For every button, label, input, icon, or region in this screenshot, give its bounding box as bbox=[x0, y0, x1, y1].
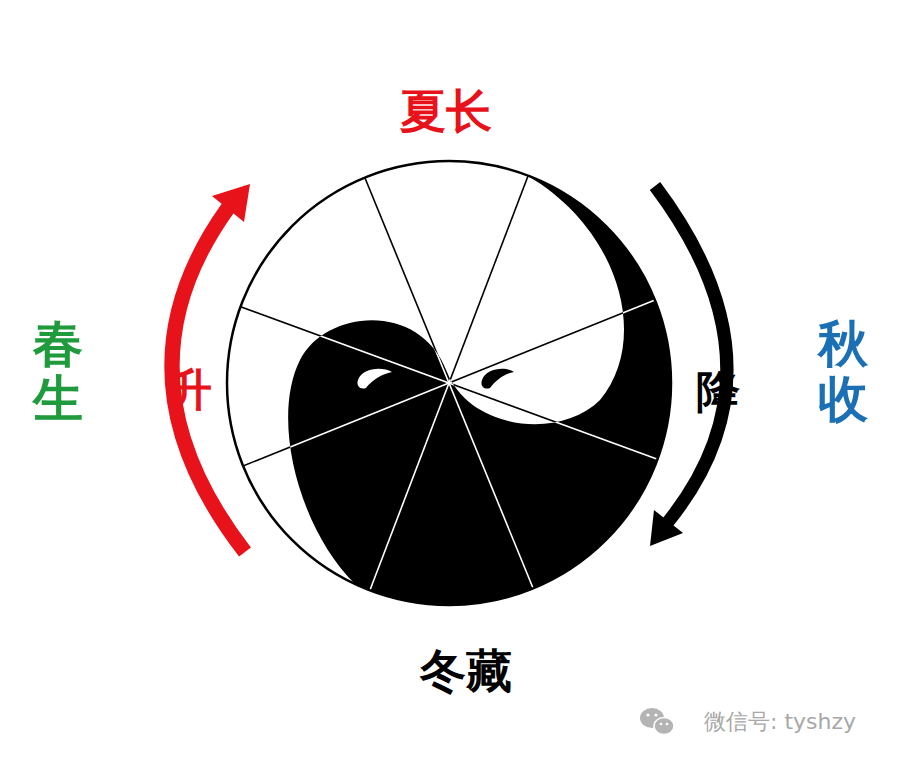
season-label: 秋收 bbox=[818, 317, 868, 427]
season-label: 春生 bbox=[33, 317, 83, 427]
yin-eye bbox=[357, 369, 392, 389]
wechat-icon bbox=[640, 708, 674, 735]
yang-eye bbox=[481, 369, 514, 389]
season-label: 夏长 bbox=[400, 81, 492, 143]
watermark: 微信号: tyshzy bbox=[704, 707, 856, 737]
sector-lines bbox=[233, 176, 665, 590]
taiji-disc bbox=[227, 161, 676, 607]
season-label: 冬藏 bbox=[420, 641, 512, 703]
direction-label: 升 bbox=[168, 361, 212, 420]
disc-outline bbox=[227, 161, 671, 605]
direction-label: 降 bbox=[696, 363, 740, 422]
